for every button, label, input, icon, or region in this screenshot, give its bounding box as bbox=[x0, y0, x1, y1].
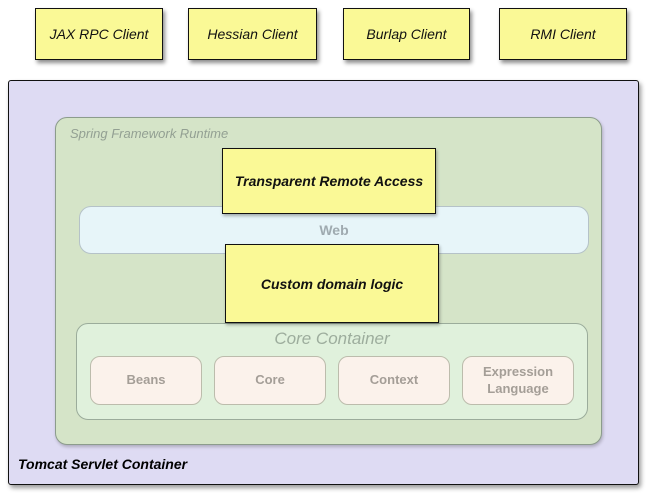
tomcat-servlet-container: Spring Framework Runtime Web Core Contai… bbox=[8, 80, 639, 485]
client-box-hessian: Hessian Client bbox=[188, 8, 317, 60]
custom-domain-logic-label: Custom domain logic bbox=[260, 275, 404, 292]
module-core: Core bbox=[214, 356, 326, 405]
custom-domain-logic-box: Custom domain logic bbox=[225, 244, 439, 323]
client-box-rmi: RMI Client bbox=[499, 8, 627, 60]
spring-framework-runtime-label: Spring Framework Runtime bbox=[70, 126, 229, 141]
module-expression-language: Expression Language bbox=[462, 356, 574, 405]
core-container: Core Container Beans Core Context Expres… bbox=[76, 323, 588, 420]
client-box-burlap: Burlap Client bbox=[343, 8, 470, 60]
module-beans: Beans bbox=[90, 356, 202, 405]
module-beans-label: Beans bbox=[126, 372, 166, 388]
core-container-label: Core Container bbox=[274, 329, 390, 348]
client-box-jax-rpc: JAX RPC Client bbox=[35, 8, 163, 60]
module-context: Context bbox=[338, 356, 450, 405]
web-layer-label: Web bbox=[319, 222, 349, 238]
transparent-remote-access-label: Transparent Remote Access bbox=[234, 173, 424, 189]
transparent-remote-access-box: Transparent Remote Access bbox=[222, 148, 436, 214]
module-expression-language-label: Expression Language bbox=[482, 364, 554, 396]
client-label-hessian: Hessian Client bbox=[207, 26, 298, 42]
spring-framework-runtime: Spring Framework Runtime Web Core Contai… bbox=[55, 117, 602, 445]
client-label-rmi: RMI Client bbox=[530, 26, 596, 42]
module-core-label: Core bbox=[255, 372, 285, 388]
client-label-jax-rpc: JAX RPC Client bbox=[49, 26, 149, 42]
client-label-burlap: Burlap Client bbox=[366, 26, 447, 42]
tomcat-servlet-container-label: Tomcat Servlet Container bbox=[18, 456, 188, 472]
core-modules-row: Beans Core Context Expression Language bbox=[90, 356, 574, 405]
module-context-label: Context bbox=[369, 372, 419, 388]
